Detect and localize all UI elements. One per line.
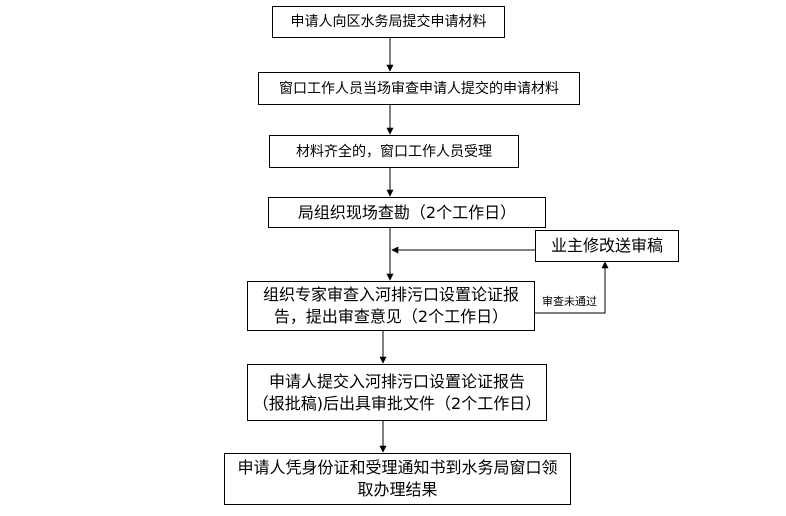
step-collect-result: 申请人凭身份证和受理通知书到水务局窗口领 取办理结果: [224, 453, 571, 505]
step-submit-materials: 申请人向区水务局提交申请材料: [272, 6, 505, 38]
step-submit-materials-text: 申请人向区水务局提交申请材料: [290, 14, 487, 30]
step-site-inspection-text: 局组织现场查勘（2个工作日）: [297, 202, 517, 222]
step-approval-document-line1: 申请人提交入河排污口设置论证报告: [268, 371, 525, 391]
step-approval-document: 申请人提交入河排污口设置论证报告 （报批稿)后出具审批文件（2个工作日）: [247, 364, 547, 421]
step-expert-review-line2: 告，提出审查意见（2个工作日）: [273, 307, 509, 326]
step-accept: 材料齐全的，窗口工作人员受理: [269, 135, 519, 168]
arrow-fail-to-revise: [535, 261, 609, 314]
side-owner-revise-text: 业主修改送审稿: [550, 236, 663, 255]
step-accept-text: 材料齐全的，窗口工作人员受理: [296, 143, 492, 160]
step-expert-review-line1: 组织专家审查入河排污口设置论证报: [262, 285, 519, 304]
side-owner-revise: 业主修改送审稿: [535, 230, 679, 262]
step-window-review: 窗口工作人员当场审查申请人提交的申请材料: [258, 72, 580, 105]
step-expert-review: 组织专家审查入河排污口设置论证报 告，提出审查意见（2个工作日）: [247, 281, 535, 331]
step-window-review-text: 窗口工作人员当场审查申请人提交的申请材料: [279, 80, 559, 97]
step-collect-result-line2: 取办理结果: [357, 480, 438, 499]
step-collect-result-line1: 申请人凭身份证和受理通知书到水务局窗口领: [237, 458, 558, 477]
review-failed-label: 审查未通过: [542, 295, 597, 308]
step-site-inspection: 局组织现场查勘（2个工作日）: [268, 197, 546, 228]
step-approval-document-line2: （报批稿)后出具审批文件（2个工作日）: [252, 393, 542, 413]
